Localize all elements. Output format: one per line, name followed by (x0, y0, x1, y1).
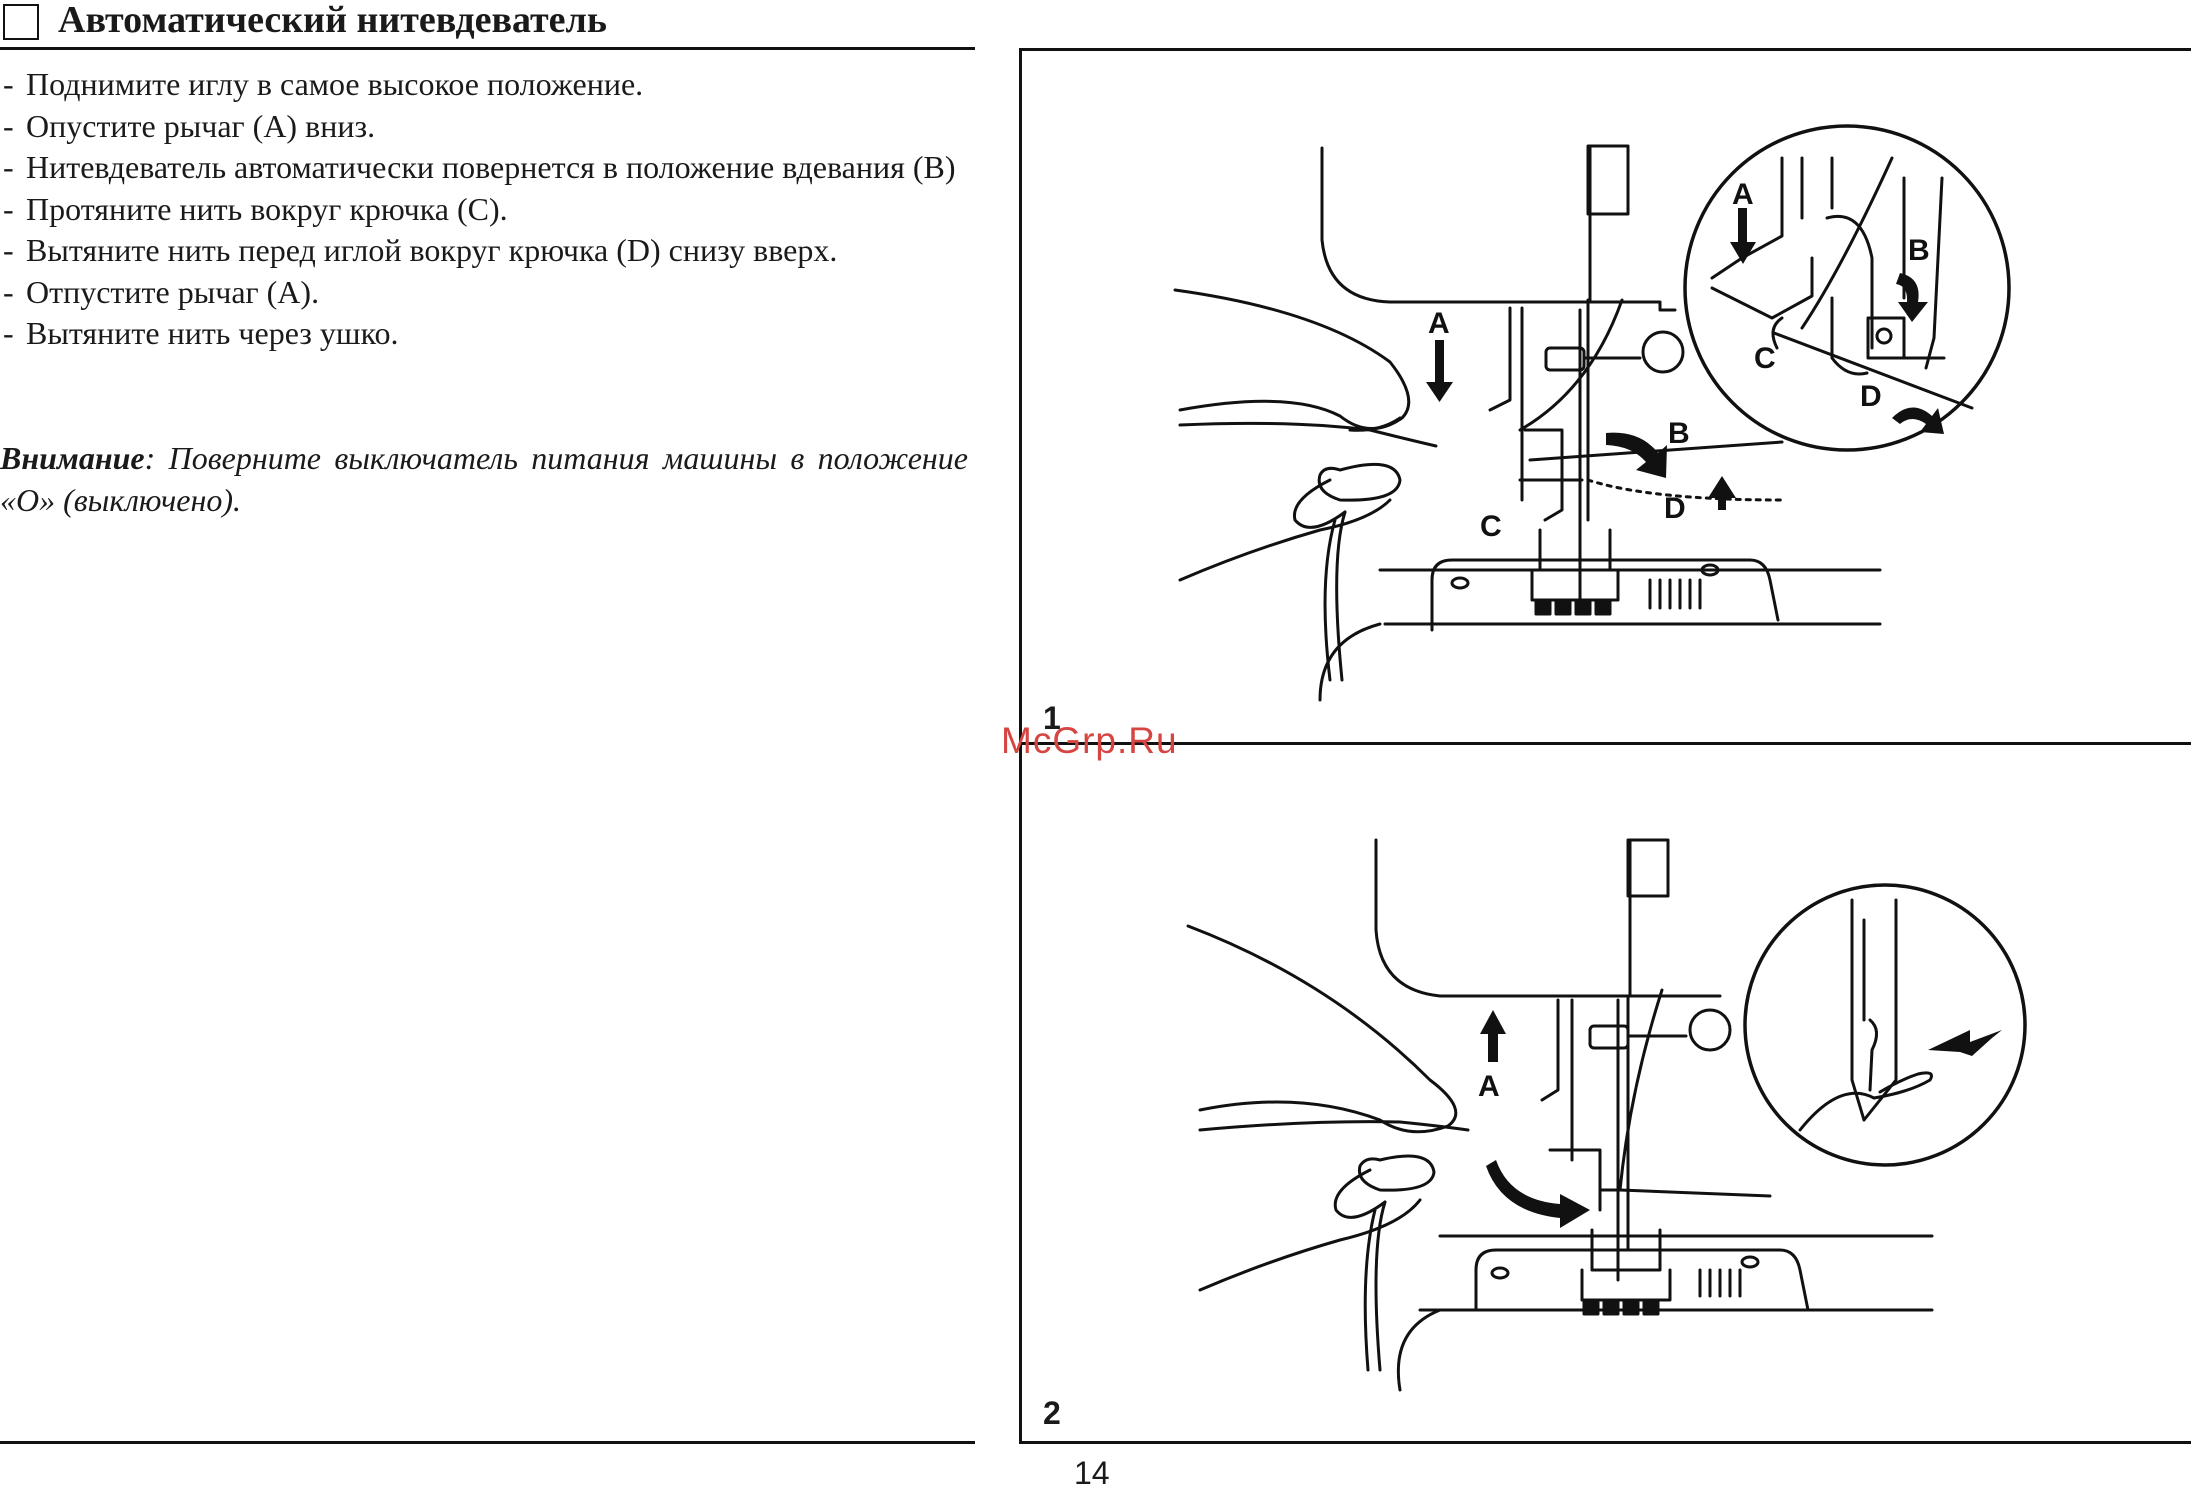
instruction-list: Поднимите иглу в самое высокое положение… (0, 64, 968, 355)
list-item: Поднимите иглу в самое высокое положение… (0, 64, 968, 106)
warning-text: : Поверните выключатель питания машины в… (0, 440, 968, 518)
fig1-label-a: A (1428, 307, 1450, 340)
page-title: Автоматический нитевдеватель (58, 0, 607, 41)
fig1-label-c: C (1480, 510, 1502, 543)
figure-2-illustration: A (1186, 838, 1934, 1392)
page-number: 14 (1074, 1455, 1110, 1491)
inset-label-a: A (1732, 178, 1754, 211)
fig1-label-d: D (1664, 492, 1686, 525)
inset-label-d: D (1860, 380, 1882, 413)
figure-divider (1019, 742, 2191, 745)
figure-1-inset: A B C D (1683, 124, 2011, 452)
figure-frame (1019, 48, 2191, 1444)
figure-2-number: 2 (1043, 1395, 1061, 1431)
header-divider (0, 47, 975, 50)
list-item: Нитевдеватель автоматически повернется в… (0, 147, 968, 189)
inset-label-c: C (1754, 342, 1776, 375)
figure-2-inset (1743, 883, 2027, 1167)
figure-1-illustration: A B C D (1173, 144, 1882, 702)
list-item: Протяните нить вокруг крючка (C). (0, 189, 968, 231)
list-item: Вытяните нить перед иглой вокруг крючка … (0, 230, 968, 272)
list-item: Отпустите рычаг (A). (0, 272, 968, 314)
watermark: McGrp.Ru (1001, 720, 1178, 761)
figure-1-number: 1 (1043, 700, 1061, 736)
footer-divider (0, 1441, 975, 1444)
list-item: Опустите рычаг (A) вниз. (0, 106, 968, 148)
fig2-label-a: A (1478, 1070, 1500, 1103)
checkbox-square-icon (3, 4, 39, 40)
inset-label-b: B (1908, 234, 1930, 267)
warning-label: Внимание (0, 440, 145, 476)
section-header: Автоматический нитевдеватель (0, 0, 975, 50)
warning-note: Внимание: Поверните выключатель питания … (0, 438, 968, 521)
fig1-label-b: B (1668, 417, 1690, 450)
list-item: Вытяните нить через ушко. (0, 313, 968, 355)
